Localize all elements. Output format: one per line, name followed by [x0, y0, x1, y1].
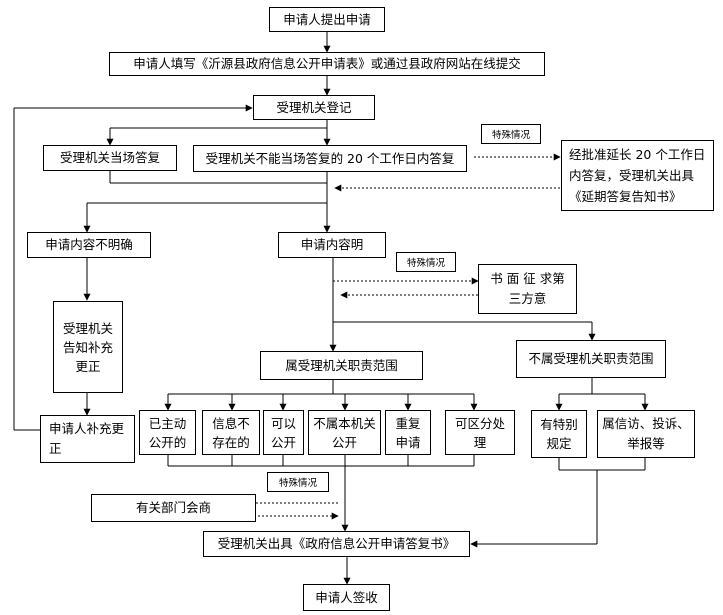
- node-fill-form: 申请人填写《沂源县政府信息公开申请表》或通过县政府网站在线提交: [109, 52, 545, 76]
- node-reply-20-days: 受理机关不能当场答复的 20 个工作日内答复: [193, 145, 467, 172]
- note-special-2: 特殊情况: [396, 252, 456, 272]
- node-issue-reply: 受理机关出具《政府信息公开申请答复书》: [203, 531, 470, 557]
- node-dept-consult: 有关部门会商: [91, 494, 256, 522]
- node-notify-supplement: 受理机关告知补充更正: [53, 301, 123, 393]
- node-in-scope: 属受理机关职责范围: [260, 351, 423, 380]
- node-not-this-org: 不属本机关公开: [308, 410, 381, 455]
- node-immediate-reply: 受理机关当场答复: [43, 145, 177, 171]
- node-duplicate: 重复申请: [385, 410, 431, 455]
- node-sign: 申请人签收: [303, 584, 390, 611]
- node-third-party: 书 面 征 求第三方意: [478, 264, 577, 314]
- note-special-1: 特殊情况: [481, 124, 541, 144]
- node-already-public: 已主动公开的: [139, 410, 196, 455]
- node-extension: 经批准延长 20 个工作日内答复，受理机关出具《延期答复告知书》: [561, 140, 714, 211]
- node-not-exist: 信息不存在的: [202, 410, 260, 455]
- node-apply: 申请人提出申请: [269, 7, 385, 32]
- node-register: 受理机关登记: [253, 95, 375, 120]
- node-petition: 属信访、投诉、举报等: [597, 410, 695, 458]
- note-special-3: 特殊情况: [267, 472, 329, 492]
- node-special-rules: 有特别规定: [531, 410, 587, 458]
- node-out-scope: 不属受理机关职责范围: [516, 340, 666, 378]
- node-unclear: 申请内容不明确: [27, 232, 151, 258]
- node-clear: 申请内容明: [278, 232, 386, 258]
- node-applicant-supplement: 申请人补充更正: [40, 415, 135, 463]
- node-can-public: 可以公开: [263, 410, 304, 455]
- node-partial: 可区分处理: [445, 410, 515, 455]
